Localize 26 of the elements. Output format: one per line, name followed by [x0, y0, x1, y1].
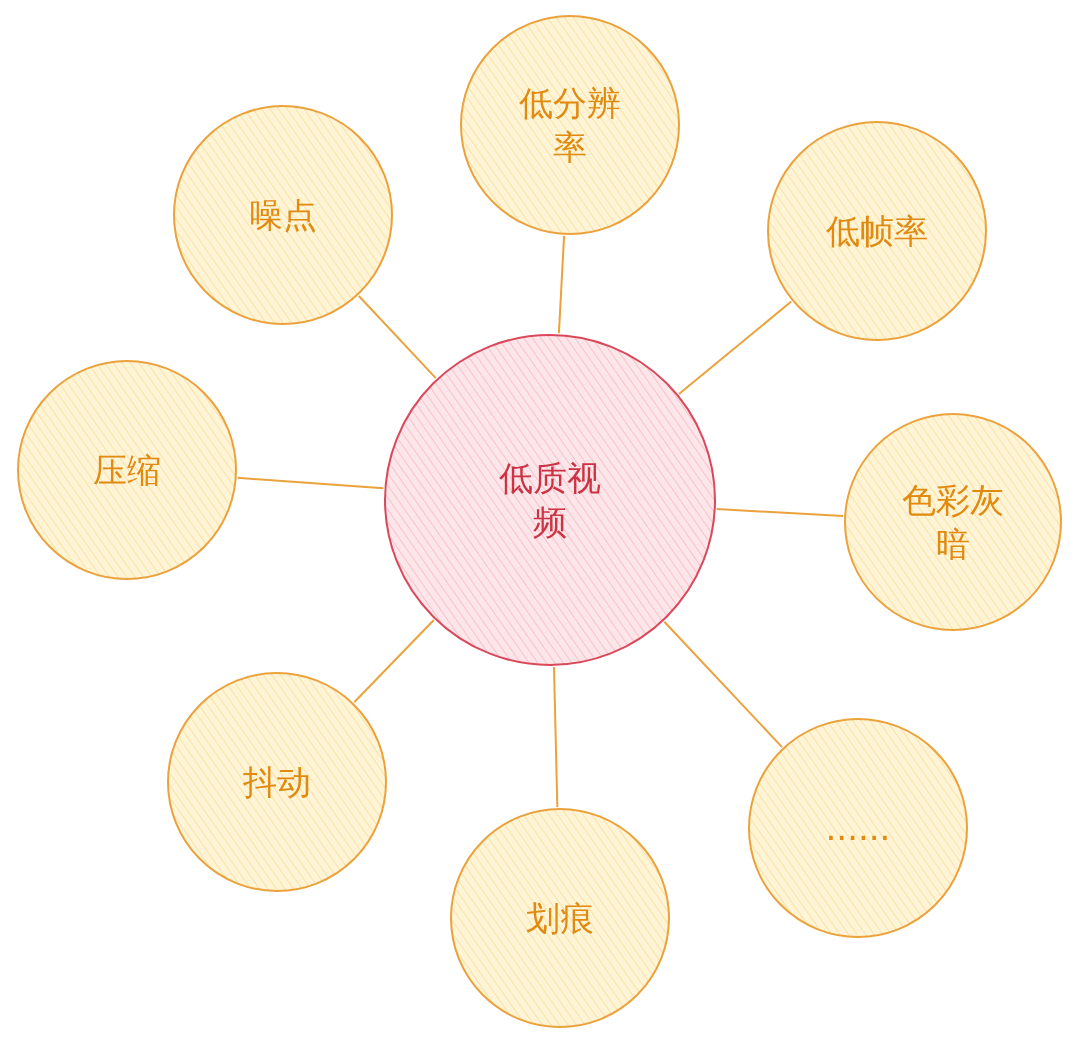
circle-node [459, 14, 681, 236]
connector-line [715, 508, 845, 517]
circle-node [747, 717, 969, 939]
connector-line [677, 300, 793, 395]
node-label: 色彩灰暗 [901, 478, 1005, 566]
connector-line [663, 620, 783, 749]
connector-line [353, 619, 435, 704]
connector-line [236, 476, 385, 490]
connector-line [553, 665, 559, 809]
circle-node [16, 359, 238, 581]
circle-node [166, 671, 388, 893]
node-label: 低帧率 [826, 209, 928, 253]
node-label: 抖动 [243, 760, 311, 804]
node-label: 噪点 [249, 193, 317, 237]
connector-line [557, 234, 566, 335]
connector-line [357, 295, 437, 380]
circle-node [383, 333, 717, 667]
circle-node [843, 412, 1063, 632]
circle-node [172, 104, 394, 326]
node-label: 压缩 [93, 448, 161, 492]
circle-node [449, 807, 671, 1029]
circle-node [766, 120, 988, 342]
node-label: 低质视频 [498, 456, 602, 544]
node-label: 低分辨率 [518, 81, 622, 169]
node-label: 划痕 [526, 896, 594, 940]
node-label: ...... [825, 806, 891, 850]
